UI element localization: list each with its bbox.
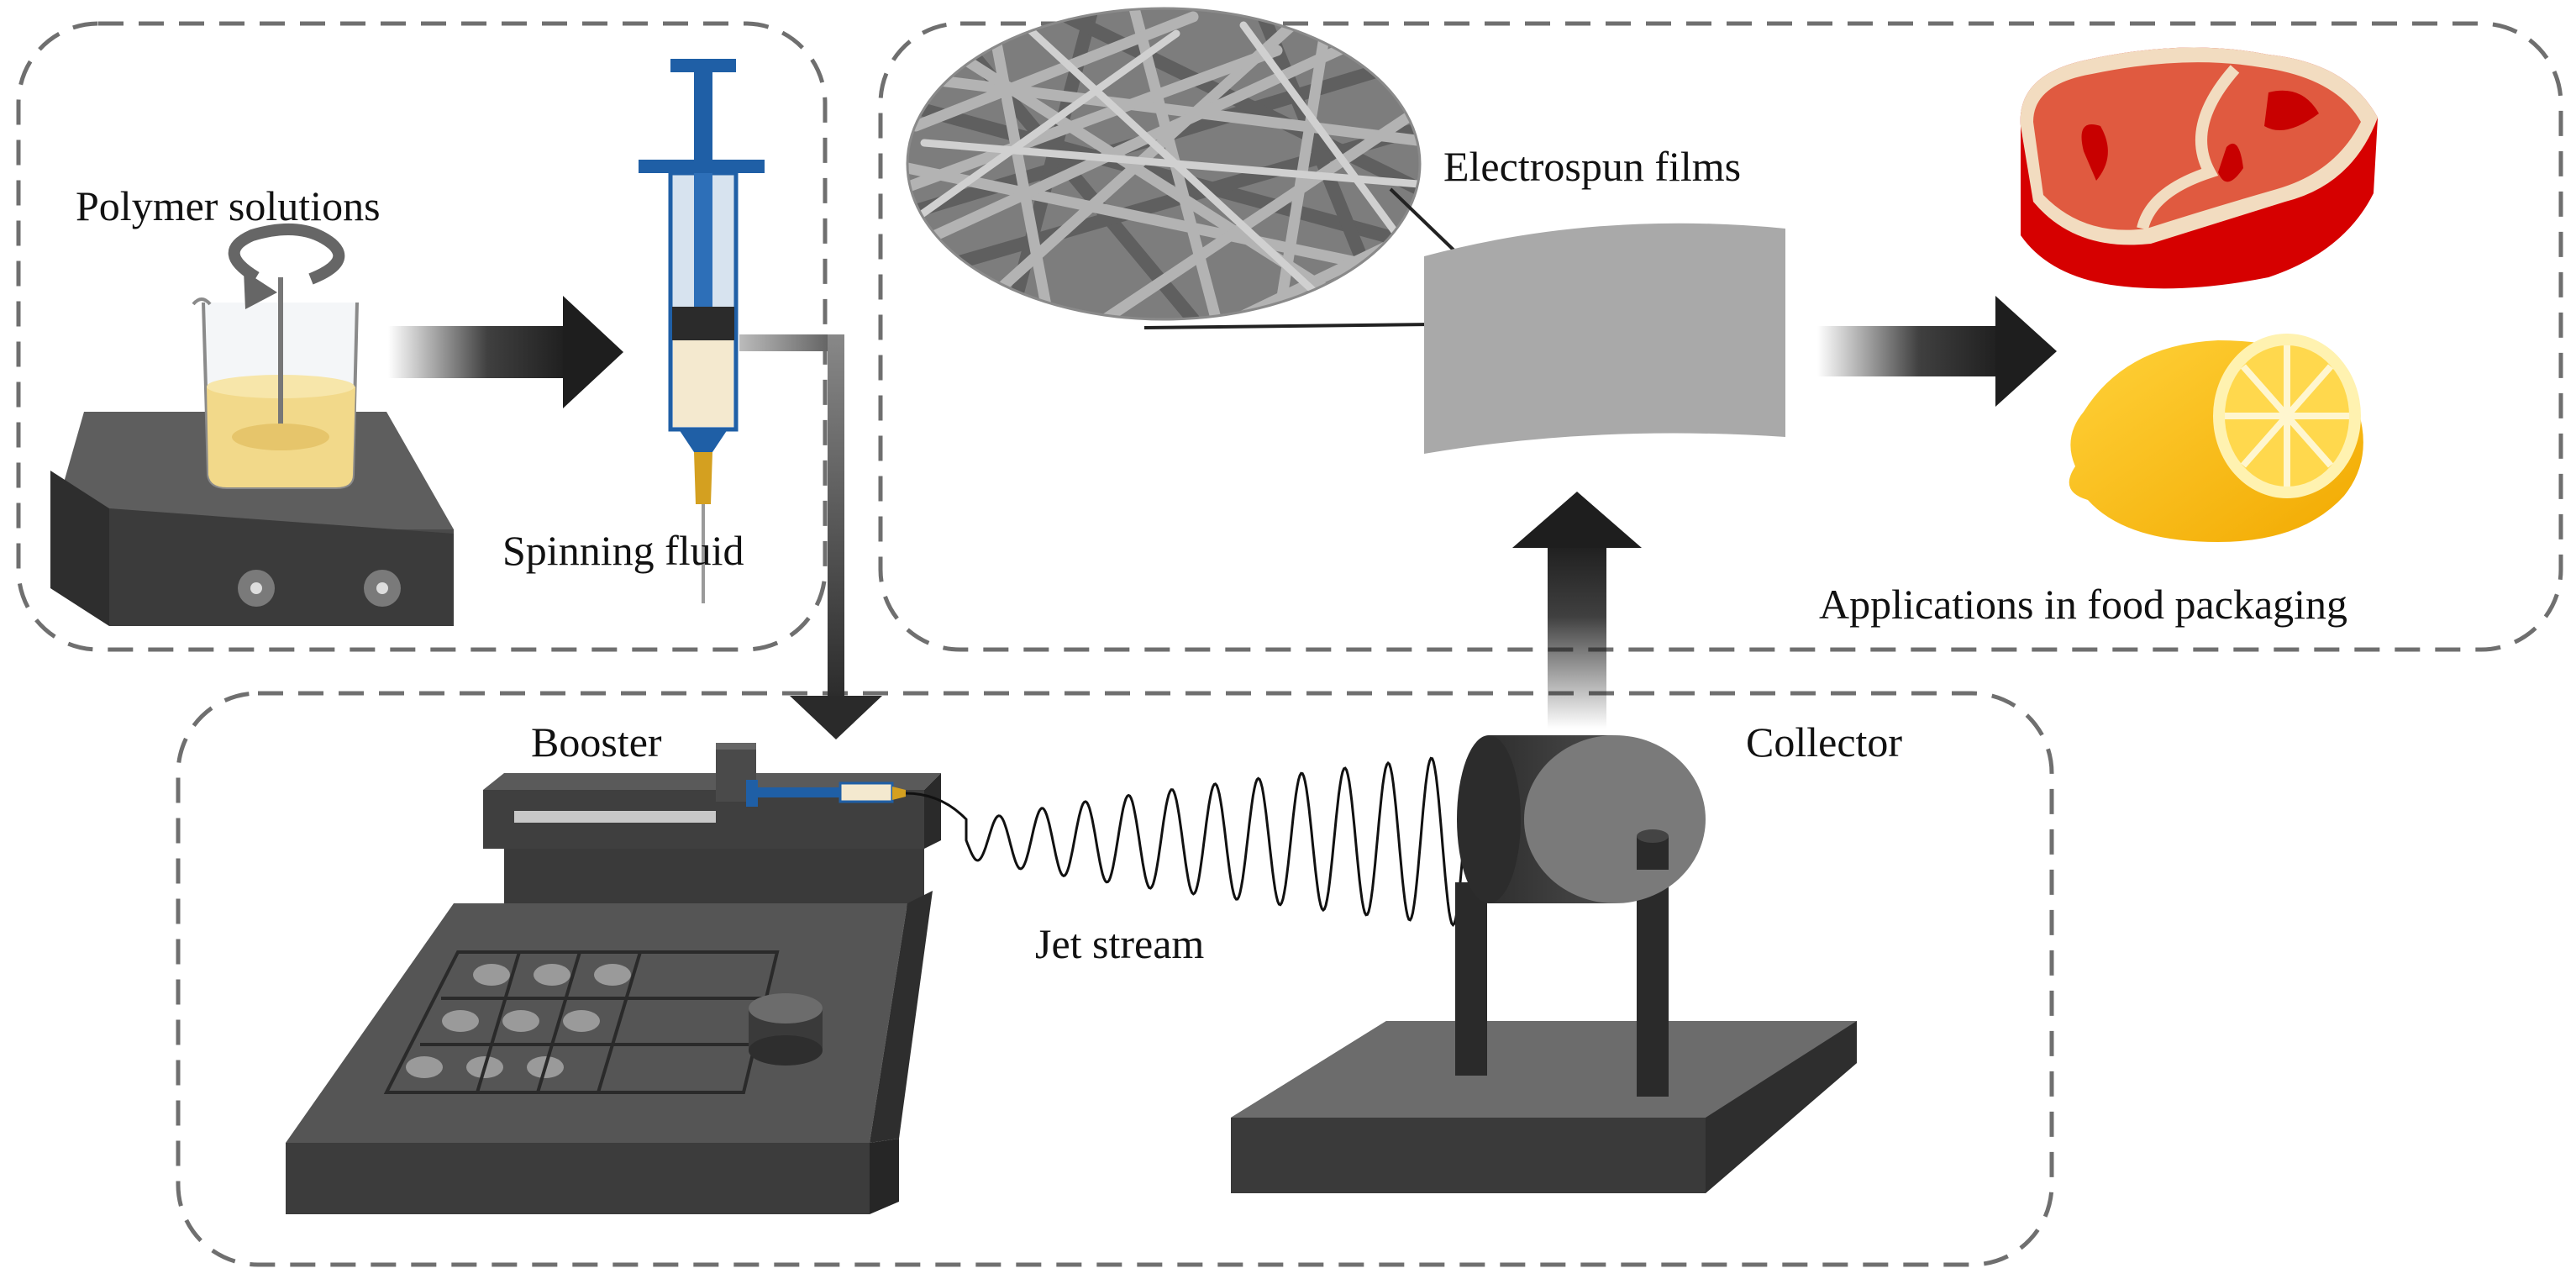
syringe-icon (639, 59, 765, 603)
feed-pipe (739, 334, 882, 739)
films-group-border (878, 21, 2563, 652)
drum-collector-icon (1231, 735, 1857, 1193)
jet-stream (905, 751, 1493, 927)
syringe-pump-icon (286, 743, 941, 1214)
applications-label: Applications in food packaging (1819, 581, 2347, 628)
booster-label: Booster (531, 718, 662, 766)
rotation-arrow-icon (228, 223, 345, 309)
meat-icon (2020, 47, 2378, 289)
preparation-group-border (16, 21, 828, 652)
jet-stream-label: Jet stream (1035, 920, 1204, 967)
film-sheet-icon (1424, 223, 1785, 454)
arrow-to-film (1512, 492, 1642, 729)
arrow-to-syringe (388, 296, 623, 408)
beaker-icon (192, 277, 359, 489)
lemon-icon (2069, 334, 2363, 542)
collector-label: Collector (1746, 718, 1902, 766)
spinning-fluid-label: Spinning fluid (502, 527, 744, 574)
nanofiber-sem-icon (906, 7, 1422, 321)
polymer-solutions-label: Polymer solutions (76, 182, 381, 229)
arrow-to-food (1817, 296, 2057, 407)
electrospun-films-label: Electrospun films (1443, 143, 1741, 190)
electrospinning-group-border (176, 691, 2054, 1267)
